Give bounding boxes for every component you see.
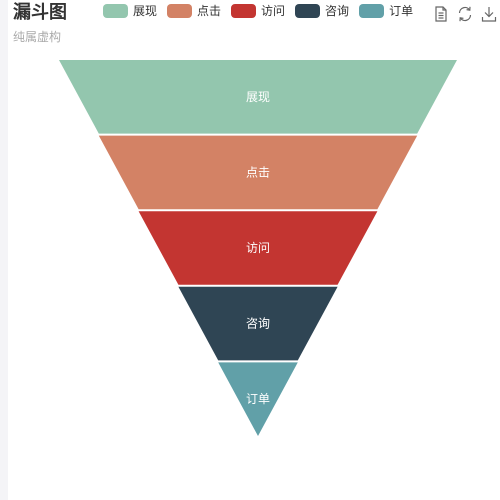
legend-item-3[interactable]: 咨询 (295, 4, 349, 18)
funnel-segment-3[interactable] (178, 286, 338, 361)
funnel-segment-0[interactable] (59, 60, 457, 134)
legend-label-4: 订单 (389, 4, 414, 18)
funnel-segment-2[interactable] (138, 211, 378, 285)
legend-label-3: 咨询 (325, 4, 350, 18)
funnel-label-0: 展现 (246, 90, 270, 104)
toolbox (432, 5, 500, 23)
legend-swatch-2 (231, 4, 257, 18)
chart-subtitle: 纯属虚构 (13, 30, 62, 44)
legend-item-2[interactable]: 访问 (231, 4, 285, 18)
chart-title: 漏斗图 (13, 2, 67, 23)
legend-swatch-4 (359, 4, 385, 18)
legend: 展现 点击 访问 咨询 订单 (103, 4, 423, 18)
legend-swatch-3 (295, 4, 321, 18)
restore-icon[interactable] (456, 5, 474, 23)
funnel-label-2: 访问 (246, 241, 270, 255)
legend-swatch-0 (103, 4, 128, 18)
legend-label-0: 展现 (133, 4, 158, 18)
funnel-label-3: 咨询 (246, 316, 270, 331)
legend-item-1[interactable]: 点击 (167, 4, 221, 18)
legend-item-0[interactable]: 展现 (103, 4, 157, 18)
legend-swatch-1 (167, 4, 193, 18)
funnel-segment-1[interactable] (98, 135, 418, 210)
legend-label-1: 点击 (197, 4, 222, 18)
funnel-label-1: 点击 (246, 165, 270, 179)
data-view-icon[interactable] (432, 5, 450, 23)
save-image-icon[interactable] (480, 5, 498, 23)
legend-item-4[interactable]: 订单 (359, 4, 413, 18)
funnel-label-4: 订单 (246, 392, 270, 406)
legend-label-2: 访问 (261, 4, 286, 18)
funnel-segment-4[interactable] (218, 362, 298, 436)
